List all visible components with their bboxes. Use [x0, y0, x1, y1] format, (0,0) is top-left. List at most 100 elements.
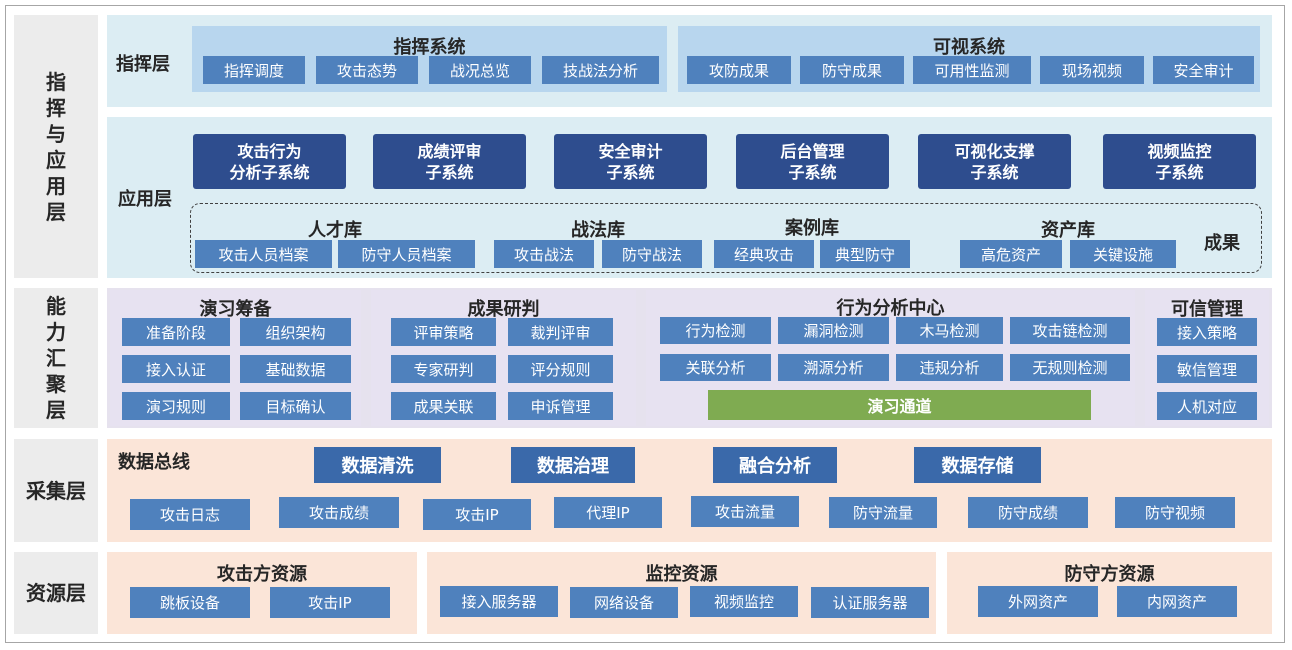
behavior-item: 漏洞检测	[778, 317, 889, 344]
subsystem-line: 子系统	[970, 162, 1019, 182]
judge-item: 专家研判	[391, 355, 496, 383]
prep-item: 目标确认	[240, 392, 351, 420]
subsystem-line: 子系统	[788, 162, 837, 182]
diagram-frame	[5, 5, 1285, 643]
layer-label-resource: 资源层	[14, 552, 98, 634]
library-assets-title: 资产库	[1041, 220, 1095, 241]
layer-label-collection: 采集层	[14, 439, 98, 542]
judge-item: 评审策略	[391, 318, 496, 346]
subsystem-security-audit: 安全审计子系统	[554, 134, 707, 189]
prep-item: 基础数据	[240, 355, 351, 383]
monitor-resource-item: 接入服务器	[440, 586, 558, 617]
subsystem-score-review: 成绩评审子系统	[373, 134, 526, 189]
behavior-item: 关联分析	[660, 354, 771, 381]
result-judgement-title: 成果研判	[467, 299, 540, 320]
layer-label-resource-text: 资源层	[26, 581, 86, 605]
collection-source: 防守成绩	[968, 497, 1088, 528]
judge-item: 裁判评审	[508, 318, 613, 346]
layer-label-command-app: 指挥与应用层	[14, 15, 98, 278]
exercise-prep-title: 演习筹备	[199, 299, 272, 320]
visual-item: 安全审计	[1153, 56, 1254, 84]
command-system-title: 指挥系统	[393, 37, 466, 58]
visual-item: 攻防成果	[687, 56, 791, 84]
library-item: 关键设施	[1070, 240, 1176, 268]
layer-label-capability: 能力汇聚层	[14, 288, 98, 428]
prep-item: 接入认证	[122, 355, 230, 383]
collection-source: 防守流量	[829, 497, 937, 528]
library-item: 典型防守	[820, 240, 910, 268]
subsystem-attack-behavior: 攻击行为分析子系统	[193, 134, 346, 189]
monitor-resource-item: 网络设备	[570, 587, 678, 618]
trust-item: 敏信管理	[1157, 355, 1257, 383]
prep-item: 演习规则	[122, 392, 230, 420]
library-item: 经典攻击	[714, 240, 814, 268]
library-item: 攻击人员档案	[195, 240, 332, 268]
exercise-channel-bar: 演习通道	[708, 390, 1091, 420]
defender-resource-item: 外网资产	[978, 586, 1098, 617]
library-tactics-title: 战法库	[571, 220, 625, 241]
library-talent-title: 人才库	[308, 220, 362, 241]
library-item: 防守人员档案	[338, 240, 475, 268]
visual-item: 防守成果	[800, 56, 904, 84]
behavior-item: 攻击链检测	[1010, 317, 1130, 344]
collection-source: 防守视频	[1115, 497, 1235, 528]
command-item: 技战法分析	[542, 56, 659, 84]
command-layer-label: 指挥层	[116, 54, 170, 75]
library-item: 防守战法	[602, 240, 702, 268]
collection-source: 攻击日志	[130, 499, 250, 530]
attacker-resource-title: 攻击方资源	[217, 564, 307, 585]
behavior-analysis-title: 行为分析中心	[836, 298, 945, 319]
subsystem-line: 攻击行为	[237, 141, 302, 161]
layer-label-capability-text: 能力汇聚层	[46, 294, 66, 422]
visual-item: 现场视频	[1040, 56, 1144, 84]
process-fusion-analysis: 融合分析	[713, 447, 837, 483]
behavior-item: 无规则检测	[1010, 354, 1130, 381]
command-item: 指挥调度	[203, 56, 305, 84]
subsystem-video-monitoring: 视频监控子系统	[1103, 134, 1256, 189]
monitor-resource-item: 认证服务器	[811, 587, 929, 618]
collection-source: 攻击成绩	[279, 497, 399, 528]
judge-item: 申诉管理	[508, 392, 613, 420]
collection-source: 攻击IP	[423, 499, 531, 530]
command-item: 攻击态势	[316, 56, 418, 84]
subsystem-line: 后台管理	[780, 141, 845, 161]
visual-item: 可用性监测	[913, 56, 1031, 84]
subsystem-line: 子系统	[425, 162, 474, 182]
subsystem-visualization: 可视化支撑子系统	[918, 134, 1071, 189]
behavior-item: 违规分析	[896, 354, 1003, 381]
trust-item: 接入策略	[1157, 318, 1257, 346]
defender-resource-title: 防守方资源	[1064, 564, 1155, 585]
attacker-resource-item: 攻击IP	[270, 587, 390, 618]
visual-system-title: 可视系统	[933, 37, 1005, 58]
behavior-item: 溯源分析	[778, 354, 889, 381]
trust-management-title: 可信管理	[1171, 299, 1243, 320]
behavior-item: 行为检测	[660, 317, 771, 344]
process-data-governance: 数据治理	[511, 447, 635, 483]
process-data-cleaning: 数据清洗	[314, 447, 441, 483]
collection-source: 代理IP	[554, 497, 662, 528]
results-label: 成果	[1204, 233, 1240, 254]
application-layer-label: 应用层	[118, 189, 172, 210]
library-item: 高危资产	[960, 240, 1062, 268]
defender-resource-item: 内网资产	[1117, 586, 1237, 617]
monitor-resource-item: 视频监控	[690, 586, 798, 617]
trust-item: 人机对应	[1157, 392, 1257, 420]
subsystem-line: 分析子系统	[229, 162, 310, 182]
subsystem-line: 子系统	[606, 162, 655, 182]
prep-item: 准备阶段	[122, 318, 230, 346]
subsystem-line: 可视化支撑	[954, 141, 1035, 161]
subsystem-line: 安全审计	[598, 141, 663, 161]
layer-label-collection-text: 采集层	[26, 478, 86, 503]
subsystem-line: 子系统	[1155, 162, 1204, 182]
monitor-resource-title: 监控资源	[645, 564, 718, 585]
subsystem-backend-management: 后台管理子系统	[736, 134, 889, 189]
layer-label-command-app-text: 指挥与应用层	[46, 69, 66, 224]
command-item: 战况总览	[429, 56, 531, 84]
process-data-storage: 数据存储	[914, 447, 1041, 483]
subsystem-line: 视频监控	[1147, 141, 1212, 161]
behavior-item: 木马检测	[896, 317, 1003, 344]
data-bus-label: 数据总线	[118, 452, 190, 473]
results-dashed-group	[190, 203, 1262, 273]
judge-item: 成果关联	[391, 392, 496, 420]
prep-item: 组织架构	[240, 318, 351, 346]
